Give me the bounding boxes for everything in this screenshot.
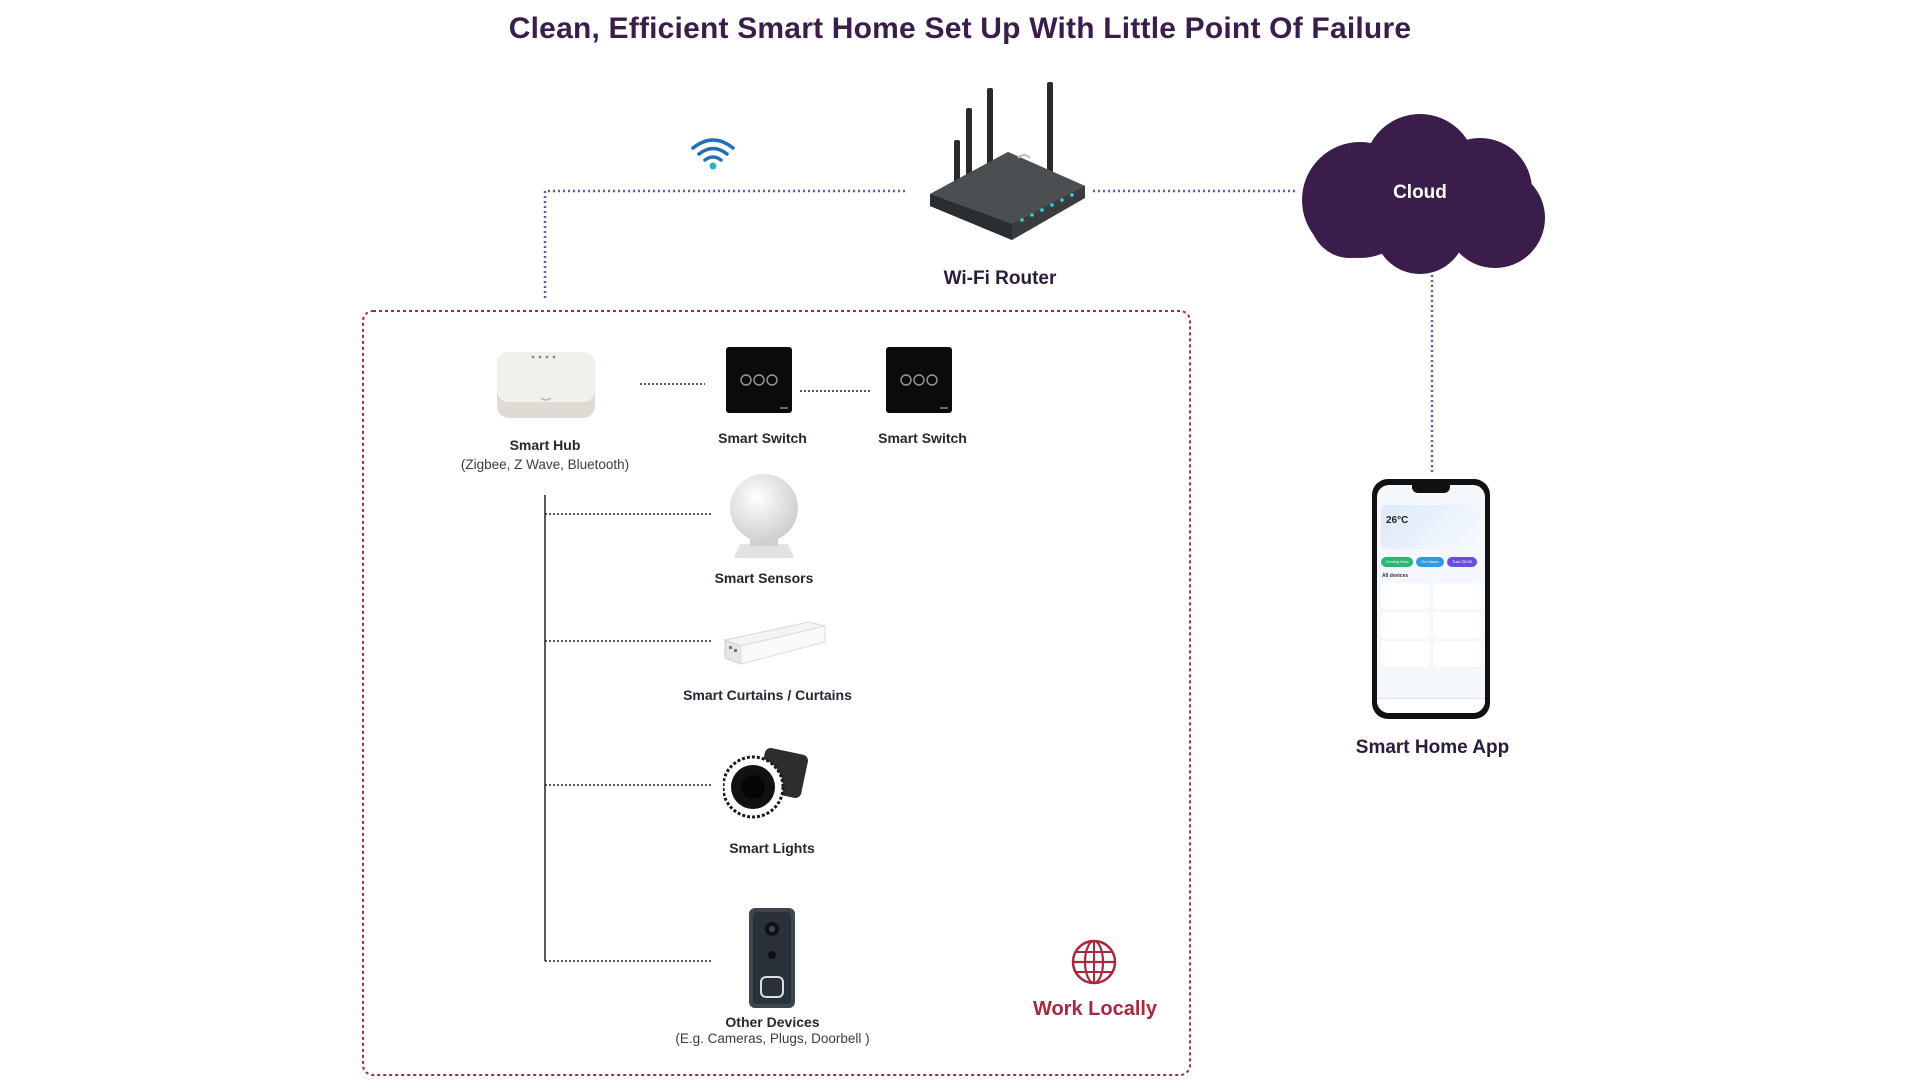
diagram-title: Clean, Efficient Smart Home Set Up With … [508,12,1412,45]
smart-hub-icon [497,352,595,418]
temperature-text: 26°C [1386,515,1409,526]
lights-label: Smart Lights [729,840,815,856]
switch-1-label: Smart Switch [718,430,807,446]
router-label: Wi-Fi Router [943,268,1057,289]
curtains-label: Smart Curtains / Curtains [683,687,852,703]
cloud-label: Cloud [1393,182,1447,203]
smartphone: 26°C Coming Hme Go Home Turn Off All All… [1372,479,1490,719]
other-devices-label: Other Devices [725,1014,820,1030]
weather-card: 26°C [1381,505,1481,549]
devices-tab[interactable]: All devices [1382,573,1409,579]
wifi-signal-icon [691,138,735,170]
globe-icon [1071,939,1117,985]
scene-button-turn-off[interactable]: Turn Off All [1447,557,1477,567]
other-devices-sublabel: (E.g. Cameras, Plugs, Doorbell ) [675,1031,870,1046]
app-label: Smart Home App [1355,737,1510,758]
device-card[interactable] [1432,612,1481,638]
work-locally-label: Work Locally [1032,998,1158,1020]
smart-switch-icon [726,347,792,413]
scene-button-coming-home[interactable]: Coming Hme [1381,557,1413,567]
device-card[interactable] [1381,583,1430,609]
device-card[interactable] [1381,641,1430,667]
scene-buttons: Coming Hme Go Home Turn Off All [1381,557,1477,567]
scene-button-go-home[interactable]: Go Home [1416,557,1444,567]
cloud-icon [1302,114,1545,274]
switch-2-label: Smart Switch [878,430,967,446]
device-card[interactable] [1381,612,1430,638]
wifi-router-icon [930,82,1085,240]
app-screen: 26°C Coming Hme Go Home Turn Off All All… [1377,485,1485,713]
sensors-label: Smart Sensors [714,570,814,586]
app-bottom-nav [1377,698,1485,713]
curtain-motor-icon [723,621,826,665]
phone-notch [1412,485,1450,493]
hub-sublabel: (Zigbee, Z Wave, Bluetooth) [460,457,630,472]
device-card[interactable] [1432,641,1481,667]
smart-switch-icon [886,347,952,413]
hub-label: Smart Hub [509,437,581,453]
router-hub-link [543,189,905,298]
local-zone-border [362,310,1191,1076]
device-card[interactable] [1432,583,1481,609]
doorbell-icon [749,908,795,1008]
motion-sensor-icon [730,474,798,558]
device-grid [1381,583,1481,667]
downlight-icon [723,748,808,819]
